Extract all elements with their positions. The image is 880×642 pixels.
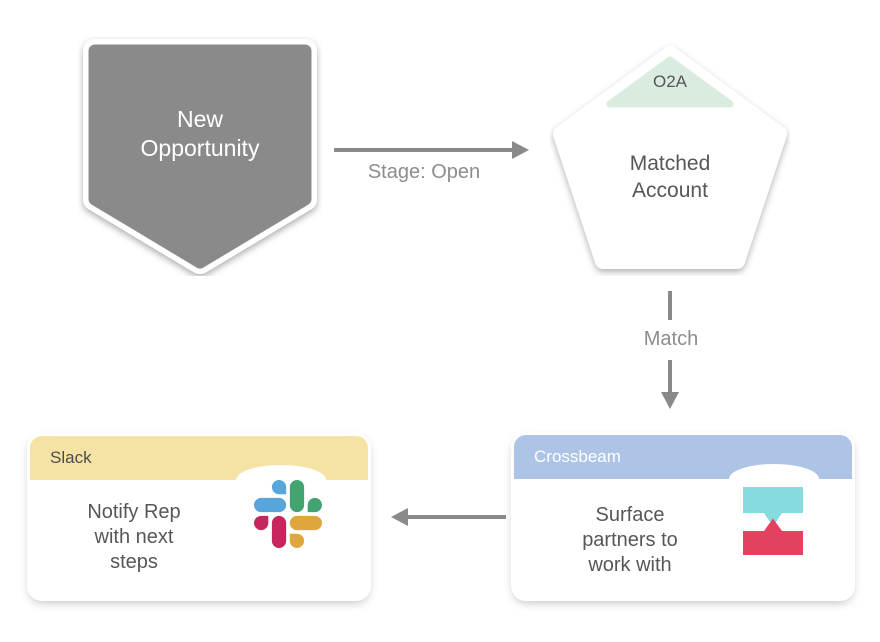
edge-match-line-bottom	[668, 360, 672, 392]
edge-match-label: Match	[643, 328, 699, 350]
slack-card: Slack Notify Rep with next steps	[30, 436, 368, 598]
crossbeam-logo-bottom	[743, 518, 803, 555]
o2a-badge-triangle	[606, 56, 734, 108]
crossbeam-card-label: Surface partners to work with	[582, 504, 678, 576]
slack-logo-blue-arm	[254, 480, 287, 513]
slack-logo-dome	[236, 465, 326, 480]
slack-logo-icon	[254, 480, 322, 548]
crossbeam-logo-top	[743, 487, 803, 527]
shield-shape	[88, 44, 312, 269]
slack-card-title: Slack	[50, 448, 92, 467]
slack-logo-yellow-arm	[289, 515, 322, 548]
crossbeam-card: Crossbeam Surface partners to work with	[514, 435, 852, 598]
crossbeam-logo-dome	[729, 464, 819, 479]
new-opportunity-label: New Opportunity	[140, 106, 260, 161]
crossbeam-logo-icon	[743, 487, 803, 555]
arrowhead-left-icon	[391, 508, 408, 526]
slack-card-label: Notify Rep with next steps	[87, 501, 181, 573]
slack-logo-red-arm	[254, 515, 287, 548]
slack-logo-green-arm	[289, 480, 322, 513]
edge-stage-open-label: Stage: Open	[367, 161, 481, 183]
arrowhead-down-icon	[661, 392, 679, 409]
edge-stage-open-line	[334, 148, 513, 152]
new-opportunity-node	[83, 39, 317, 274]
arrowhead-right-icon	[512, 141, 529, 159]
edge-match-line-top	[668, 291, 672, 320]
matched-account-node	[553, 46, 787, 269]
matched-account-label: Matched Account	[629, 152, 711, 202]
edge-notify-line	[406, 515, 506, 519]
o2a-badge-label: O2A	[652, 72, 688, 91]
crossbeam-card-title: Crossbeam	[534, 447, 621, 466]
